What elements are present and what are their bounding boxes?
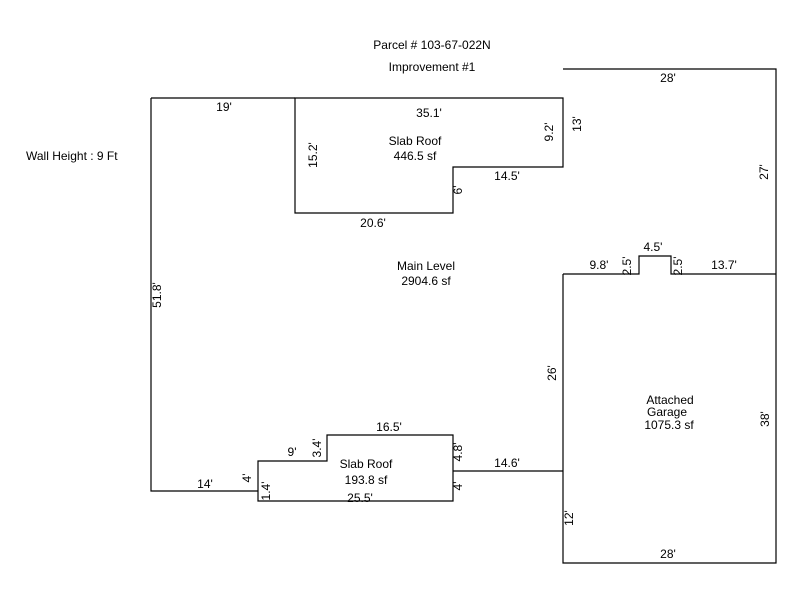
dim-garage-left-upper: 26' [545,365,559,381]
dim-slab-bot-top: 16.5' [376,420,402,434]
dim-bump-top: 4.5' [644,240,663,254]
parcel-number: Parcel # 103-67-022N [373,38,490,52]
dim-ne-top: 28' [660,71,676,85]
dim-slab-top-right: 9.2' [542,123,556,142]
dim-slab-top-width: 35.1' [416,106,442,120]
wall-height-label: Wall Height : 9 Ft [26,149,118,163]
main-level-area: 2904.6 sf [401,274,451,288]
dim-slab-top-step-h: 14.5' [494,169,520,183]
garage-name-line1: Attached [646,393,693,407]
dim-slab-top-step-v: 6' [451,186,465,195]
main-level-outline [150,68,777,564]
garage-area: 1075.3 sf [644,418,694,432]
dim-slab-top-left: 15.2' [306,142,320,168]
dim-ne-left: 13' [570,116,584,132]
dim-garage-right: 38' [758,411,772,427]
slab-roof-top-name: Slab Roof [389,134,442,148]
slab-roof-bottom-area: 193.8 sf [345,473,388,487]
dim-slab-bot-step-v: 3.4' [310,439,324,458]
dim-main-bottom-left: 14' [197,477,213,491]
dim-garage-bottom: 28' [660,547,676,561]
main-level-name: Main Level [397,259,455,273]
dim-slab-top-bottom: 20.6' [360,216,386,230]
dim-bump-right: 2.5' [671,257,685,276]
dim-slab-bot-right-lower: 4' [451,482,465,491]
dim-garage-left-lower: 12' [562,510,576,526]
dim-bump-left: 2.5' [620,257,634,276]
dim-ne-right: 27' [757,164,771,180]
dim-slab-bot-step-h: 9' [288,445,297,459]
improvement-label: Improvement #1 [389,60,476,74]
dim-slab-bot-left-lower: 1.4' [259,482,273,501]
slab-roof-bottom-outline [257,434,454,502]
slab-roof-bottom-name: Slab Roof [340,457,393,471]
slab-roof-top-outline [294,97,564,214]
dim-garage-top-right: 13.7' [711,258,737,272]
dim-main-left: 51.8' [150,282,164,308]
dim-main-top-left: 19' [216,100,232,114]
garage-name-line2: Garage [647,405,687,419]
dim-slab-bot-left-upper: 4' [240,474,254,483]
slab-roof-top-area: 446.5 sf [394,149,437,163]
dim-garage-top-left: 9.8' [590,258,609,272]
dim-slab-bot-right-upper: 4.8' [451,443,465,462]
dim-slab-bot-bottom: 25.5' [347,491,373,505]
dim-main-join: 14.6' [494,456,520,470]
